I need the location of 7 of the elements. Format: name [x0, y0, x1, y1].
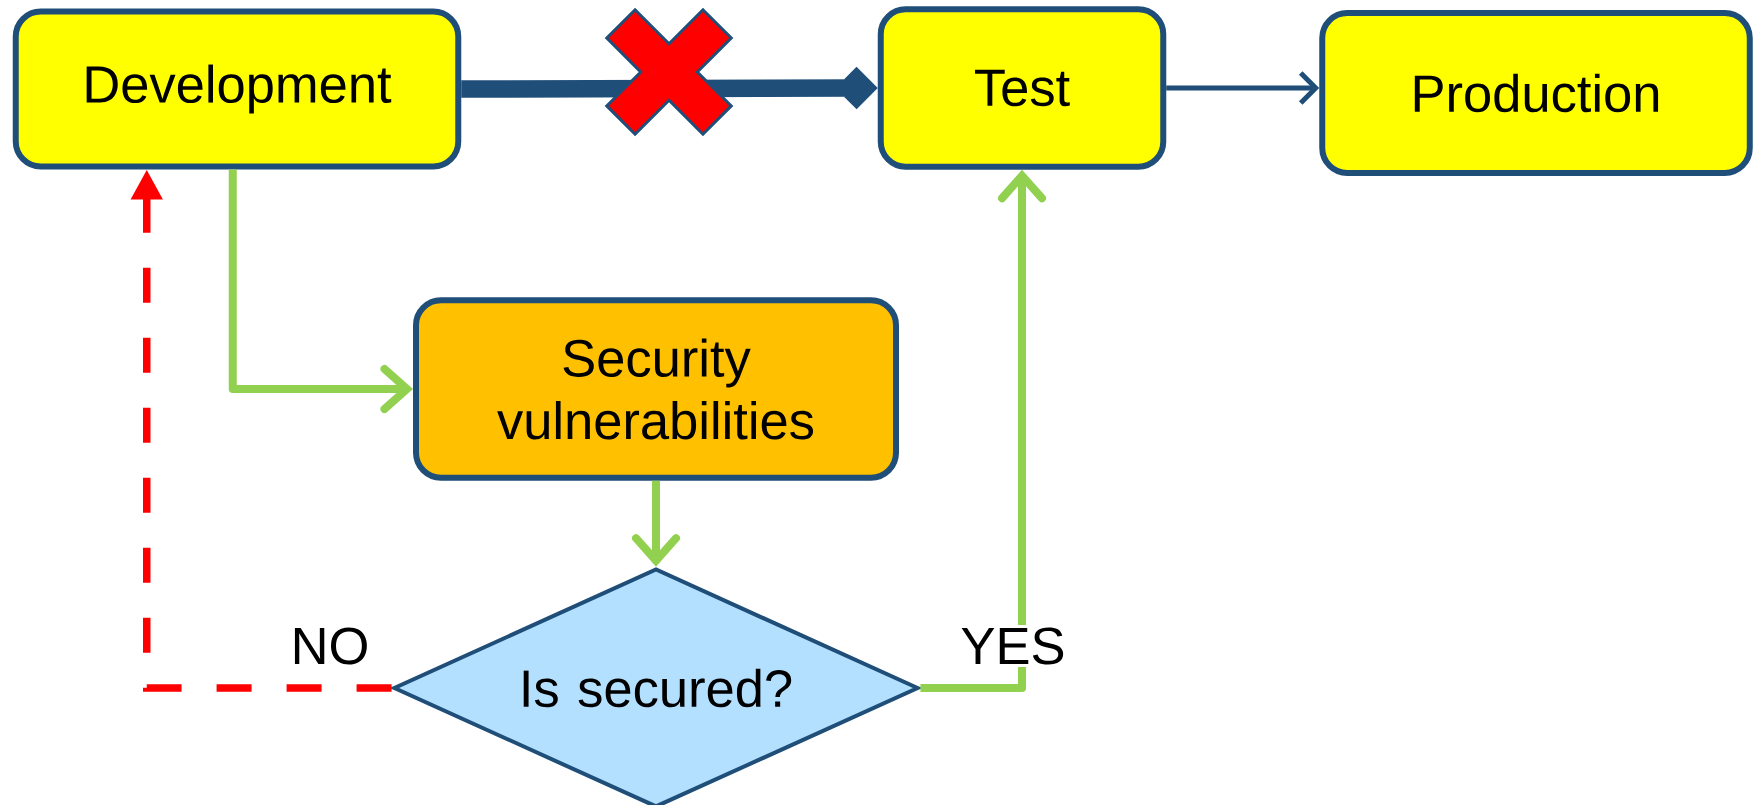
- process-box: Production: [1319, 10, 1753, 176]
- edge-label: YES: [958, 624, 1069, 668]
- process-box: Test: [877, 6, 1167, 170]
- edge-label: NO: [288, 624, 372, 668]
- arrow: [1166, 71, 1320, 105]
- process-box: Security vulnerabilities: [413, 297, 899, 481]
- process-box: Development: [12, 8, 462, 170]
